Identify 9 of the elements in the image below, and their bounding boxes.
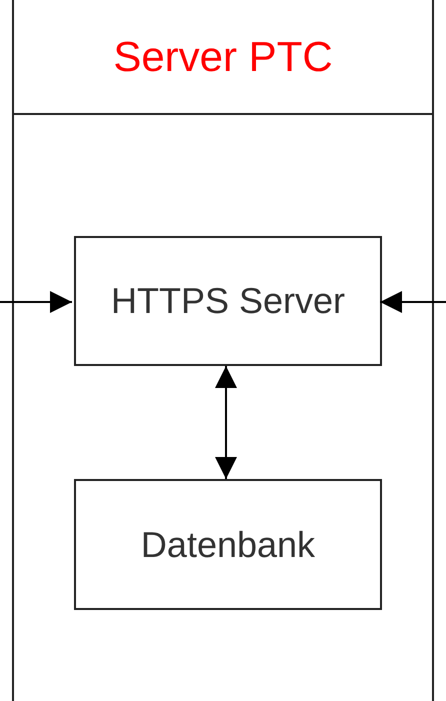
arrow	[215, 366, 237, 479]
container-title: Server PTC	[112, 36, 334, 78]
box-label: Datenbank	[140, 526, 316, 562]
process-box	[74, 479, 382, 610]
arrow	[0, 291, 72, 313]
arrow	[380, 291, 446, 313]
process-box	[74, 236, 382, 366]
container-box	[12, 0, 434, 701]
box-label: HTTPS Server	[110, 283, 346, 319]
